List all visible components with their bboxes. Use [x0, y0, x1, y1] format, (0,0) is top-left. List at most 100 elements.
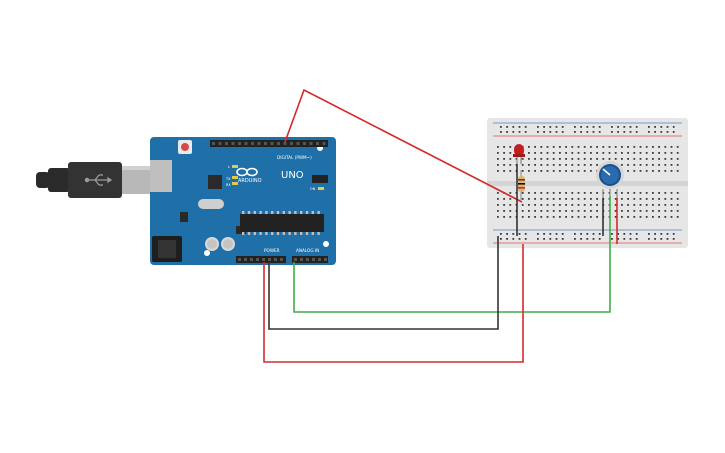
pin-hole [590, 152, 592, 154]
pin-hole [633, 146, 636, 148]
pin-hole [253, 211, 256, 214]
pin-hole [316, 142, 319, 145]
pin-hole [503, 216, 505, 218]
pin-hole [574, 238, 576, 240]
pin-hole [580, 131, 582, 133]
pin-hole [633, 164, 636, 166]
pin-hole [565, 210, 567, 212]
pin-hole [264, 142, 267, 145]
pin-hole [546, 170, 549, 172]
led-icon[interactable] [513, 144, 525, 164]
wire-red-5v[interactable] [263, 244, 524, 363]
pin-hole [288, 211, 291, 214]
pin-hole [574, 131, 576, 133]
pin-hole [521, 216, 524, 218]
pin-hole [559, 204, 561, 206]
pin-hole [614, 192, 617, 194]
pin-hole [540, 210, 543, 212]
pin-hole [244, 258, 247, 261]
pin-hole [639, 198, 642, 200]
pin-hole [639, 216, 642, 218]
pin-hole [300, 211, 303, 214]
atmega-chip [240, 214, 324, 232]
pin-hole [509, 170, 512, 172]
pin-hole [546, 216, 549, 218]
pin-hole [303, 142, 306, 145]
pin-hole [537, 233, 539, 235]
pin-hole [633, 210, 636, 212]
pin-hole [497, 170, 499, 172]
pin-hole [565, 192, 567, 194]
pin-hole [617, 131, 619, 133]
pin-hole [540, 170, 543, 172]
arduino-uno-board[interactable]: ARDUINO UNO DIGITAL (PWM~) POWER ANALOG … [150, 137, 336, 265]
pin-hole [639, 158, 642, 160]
pin-hole [654, 238, 656, 240]
uno-model-text: UNO [281, 170, 304, 181]
pin-hole [497, 192, 499, 194]
pin-hole [596, 198, 598, 200]
pin-hole [528, 204, 530, 206]
pin-hole [257, 142, 261, 145]
pin-hole [561, 126, 564, 128]
pin-hole [571, 170, 574, 172]
pin-hole [633, 216, 636, 218]
potentiometer-icon[interactable] [596, 161, 624, 198]
pin-hole [580, 126, 582, 128]
pin-hole [652, 216, 654, 218]
pin-hole [592, 233, 595, 235]
analog-header[interactable] [292, 256, 328, 263]
pin-hole [648, 233, 650, 235]
pin-hole [317, 211, 320, 214]
pin-hole [503, 158, 505, 160]
resistor-icon[interactable] [518, 170, 525, 200]
pin-hole [658, 192, 660, 194]
pin-hole [596, 192, 598, 194]
pin-hole [676, 164, 679, 166]
pin-hole [543, 126, 545, 128]
pin-hole [262, 258, 265, 261]
pin-hole [509, 164, 512, 166]
wire-green-a0-to-pot[interactable] [293, 196, 611, 313]
wire-red-digital-to-led[interactable] [284, 88, 523, 203]
pin-hole [583, 170, 586, 172]
pin-hole [317, 232, 320, 235]
pin-hole [623, 131, 626, 133]
digital-label: DIGITAL (PWM~) [277, 155, 312, 160]
pin-hole [652, 210, 654, 212]
pin-hole [660, 238, 663, 240]
pin-hole [608, 158, 611, 160]
usb-port [150, 160, 172, 192]
pin-hole [676, 210, 679, 212]
pin-hole [670, 192, 673, 194]
pin-hole [635, 238, 638, 240]
pin-hole [559, 158, 561, 160]
power-header[interactable] [236, 256, 286, 263]
pin-hole [670, 170, 673, 172]
pin-hole [512, 233, 515, 235]
pin-hole [543, 238, 545, 240]
pin-hole [652, 164, 654, 166]
power-label: POWER [264, 248, 280, 253]
pin-hole [276, 211, 280, 214]
pin-hole [561, 233, 564, 235]
digital-header[interactable] [210, 140, 328, 147]
pin-hole [676, 146, 679, 148]
pin-hole [645, 170, 648, 172]
pin-hole [546, 198, 549, 200]
pin-hole [583, 216, 586, 218]
pin-hole [552, 158, 555, 160]
pin-hole [583, 210, 586, 212]
reset-button[interactable] [178, 140, 192, 154]
analog-label: ANALOG IN [296, 248, 319, 253]
pin-hole [506, 233, 508, 235]
pin-hole [546, 158, 549, 160]
wire-black-gnd[interactable] [268, 236, 499, 330]
pin-hole [512, 131, 515, 133]
pin-hole [521, 164, 524, 166]
pin-hole [247, 211, 251, 214]
pin-hole [537, 238, 539, 240]
pin-hole [322, 142, 326, 145]
pin-hole [621, 158, 623, 160]
pin-hole [627, 204, 629, 206]
